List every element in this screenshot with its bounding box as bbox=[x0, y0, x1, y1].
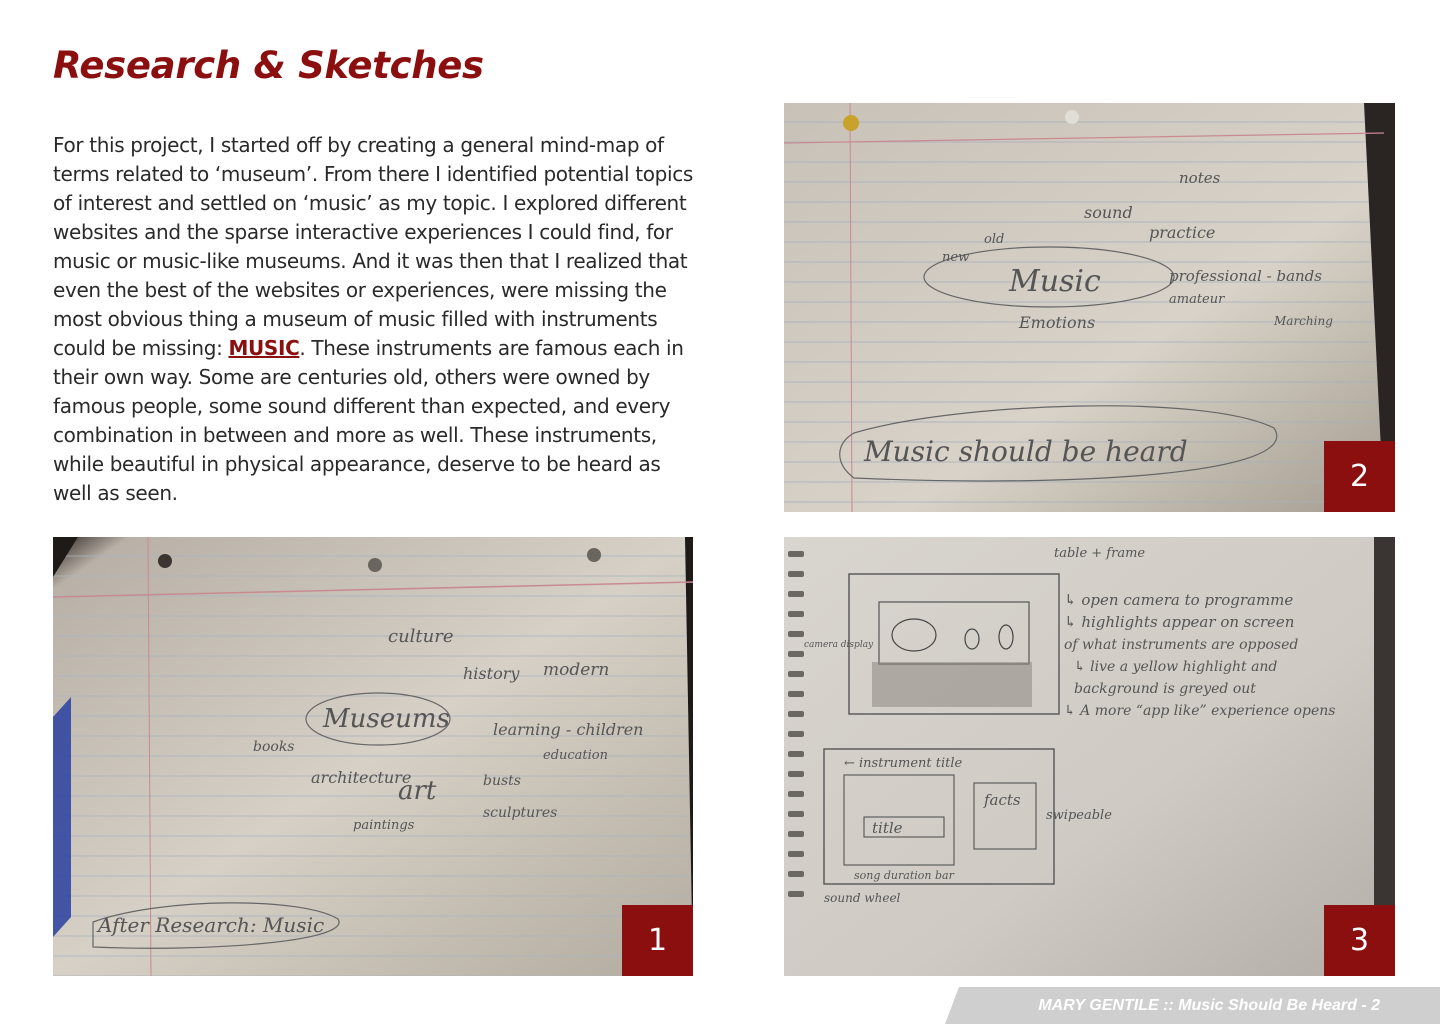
word-practice: practice bbox=[1149, 223, 1215, 242]
word-culture: culture bbox=[388, 626, 454, 647]
note-line-6: ↳ A more “app like” experience opens bbox=[1064, 703, 1335, 719]
word-books: books bbox=[253, 739, 295, 755]
word-museums: Museums bbox=[322, 704, 450, 734]
intro-paragraph: For this project, I started off by creat… bbox=[53, 131, 693, 508]
word-learning: learning - children bbox=[493, 720, 643, 739]
music-link[interactable]: MUSIC bbox=[228, 336, 300, 360]
word-sound: sound bbox=[1084, 203, 1133, 222]
app-wireframe-sketch: table + frame camera display ↳ open came… bbox=[784, 537, 1395, 976]
word-education: education bbox=[543, 748, 608, 763]
word-paintings: paintings bbox=[353, 818, 415, 833]
spiral-binding bbox=[788, 551, 804, 897]
word-architecture: architecture bbox=[311, 768, 411, 787]
mindmap-museums-sketch: Museums culture history modern learning … bbox=[53, 537, 693, 976]
sketch-number-2: 2 bbox=[1324, 441, 1395, 512]
note-line-5: background is greyed out bbox=[1074, 681, 1256, 697]
sketch-photo-3: table + frame camera display ↳ open came… bbox=[784, 537, 1395, 976]
sketch-photo-2: Music sound notes practice professional … bbox=[784, 103, 1395, 512]
word-duration-bar: song duration bar bbox=[854, 869, 955, 882]
word-swipeable: swipeable bbox=[1046, 808, 1112, 823]
word-busts: busts bbox=[483, 773, 521, 789]
word-instrument-title: ← instrument title bbox=[844, 756, 963, 771]
word-marching: Marching bbox=[1273, 314, 1333, 328]
note-line-1: ↳ open camera to programme bbox=[1064, 591, 1293, 609]
word-camera-display: camera display bbox=[804, 640, 874, 650]
page-footer: MARY GENTILE :: Music Should Be Heard - … bbox=[945, 987, 1440, 1024]
word-old: old bbox=[984, 232, 1004, 247]
word-music: Music bbox=[1008, 264, 1101, 299]
sketch-photo-1: Museums culture history modern learning … bbox=[53, 537, 693, 976]
sketch-number-1: 1 bbox=[622, 905, 693, 976]
word-facts: facts bbox=[983, 791, 1021, 809]
note-line-4: ↳ live a yellow highlight and bbox=[1074, 659, 1277, 675]
word-music-should-be-heard: Music should be heard bbox=[863, 435, 1188, 468]
word-title: title bbox=[872, 819, 903, 837]
word-professional: professional - bands bbox=[1169, 267, 1322, 285]
page-title: Research & Sketches bbox=[53, 44, 484, 87]
note-line-3: of what instruments are opposed bbox=[1064, 637, 1298, 653]
word-notes: notes bbox=[1179, 169, 1221, 187]
word-amateur: amateur bbox=[1169, 292, 1225, 307]
word-history: history bbox=[463, 664, 520, 683]
word-new: new bbox=[942, 250, 969, 265]
word-sculptures: sculptures bbox=[483, 805, 557, 821]
word-modern: modern bbox=[543, 660, 609, 680]
note-line-2: ↳ highlights appear on screen bbox=[1064, 613, 1294, 631]
word-emotions: Emotions bbox=[1018, 313, 1095, 332]
intro-text-start: For this project, I started off by creat… bbox=[53, 133, 693, 360]
word-sound-wheel: sound wheel bbox=[824, 891, 901, 905]
word-art: art bbox=[398, 776, 437, 806]
intro-text-end: . These instruments are famous each in t… bbox=[53, 336, 684, 505]
footer-text: MARY GENTILE :: Music Should Be Heard - … bbox=[1038, 996, 1380, 1014]
sketch-number-3: 3 bbox=[1324, 905, 1395, 976]
word-table-frame: table + frame bbox=[1054, 546, 1145, 561]
word-after-research: After Research: Music bbox=[96, 913, 324, 937]
mindmap-music-sketch: Music sound notes practice professional … bbox=[784, 103, 1395, 512]
